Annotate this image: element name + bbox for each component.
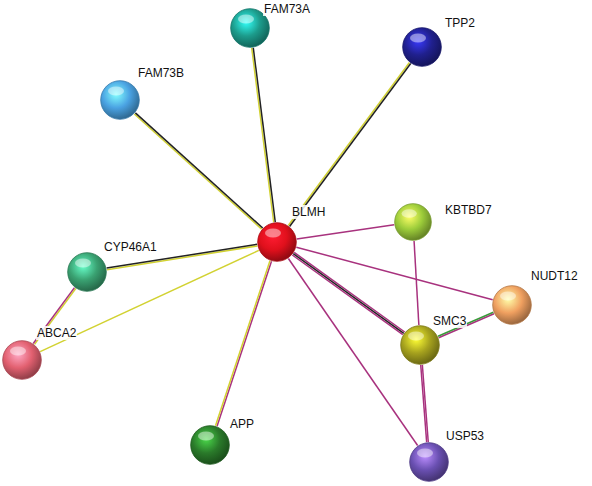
evidence-line (290, 64, 411, 227)
protein-node: SMC3 (400, 325, 440, 365)
evidence-line (294, 252, 405, 332)
node-sphere (492, 285, 532, 325)
protein-label: KBTBD7 (444, 203, 493, 217)
evidence-line (252, 48, 274, 222)
protein-label: USP53 (445, 429, 485, 443)
node-sphere (400, 325, 440, 365)
protein-node: FAM73B (100, 80, 140, 120)
protein-label: FAM73A (263, 2, 311, 16)
node-sphere (394, 203, 432, 241)
protein-node: FAM73A (230, 8, 270, 48)
evidence-line (288, 258, 417, 445)
evidence-line (135, 113, 262, 228)
interaction-edge (297, 225, 394, 239)
evidence-line (217, 261, 271, 426)
evidence-line (297, 225, 394, 239)
interaction-edge (421, 365, 429, 442)
protein-node: CYP46A1 (67, 252, 107, 292)
node-sphere (190, 425, 230, 465)
node-sphere (402, 27, 442, 67)
evidence-line (288, 63, 409, 226)
protein-node: NUDT12 (492, 285, 532, 325)
protein-node: BLMH (257, 222, 297, 262)
protein-label: NUDT12 (530, 269, 579, 283)
protein-label: TPP2 (444, 16, 476, 30)
evidence-line (216, 261, 270, 426)
protein-label: APP (229, 417, 255, 431)
protein-label: BLMH (291, 205, 326, 219)
protein-label: FAM73B (137, 66, 185, 80)
evidence-line (134, 114, 261, 229)
node-sphere (257, 222, 297, 262)
node-sphere (2, 340, 42, 380)
node-sphere (67, 252, 107, 292)
interaction-edge (216, 261, 272, 427)
protein-node: USP53 (409, 442, 449, 482)
evidence-line (296, 247, 492, 300)
evidence-line (414, 241, 419, 325)
node-sphere (100, 80, 140, 120)
protein-label: ABCA2 (36, 326, 77, 340)
evidence-line (421, 365, 427, 442)
interaction-edge (414, 241, 419, 325)
protein-node: TPP2 (402, 27, 442, 67)
interaction-edge (288, 258, 417, 445)
evidence-line (253, 48, 275, 222)
protein-label: CYP46A1 (103, 240, 158, 254)
interaction-edge (292, 252, 404, 334)
interaction-edge (296, 247, 492, 300)
protein-label: SMC3 (432, 314, 467, 328)
interaction-edge (288, 63, 410, 227)
protein-node: ABCA2 (2, 340, 42, 380)
protein-node: KBTBD7 (394, 203, 432, 241)
protein-node: APP (190, 425, 230, 465)
interaction-edge (252, 48, 276, 223)
node-sphere (409, 442, 449, 482)
interaction-edge (134, 113, 262, 229)
evidence-line (293, 254, 404, 334)
evidence-line (292, 255, 403, 335)
